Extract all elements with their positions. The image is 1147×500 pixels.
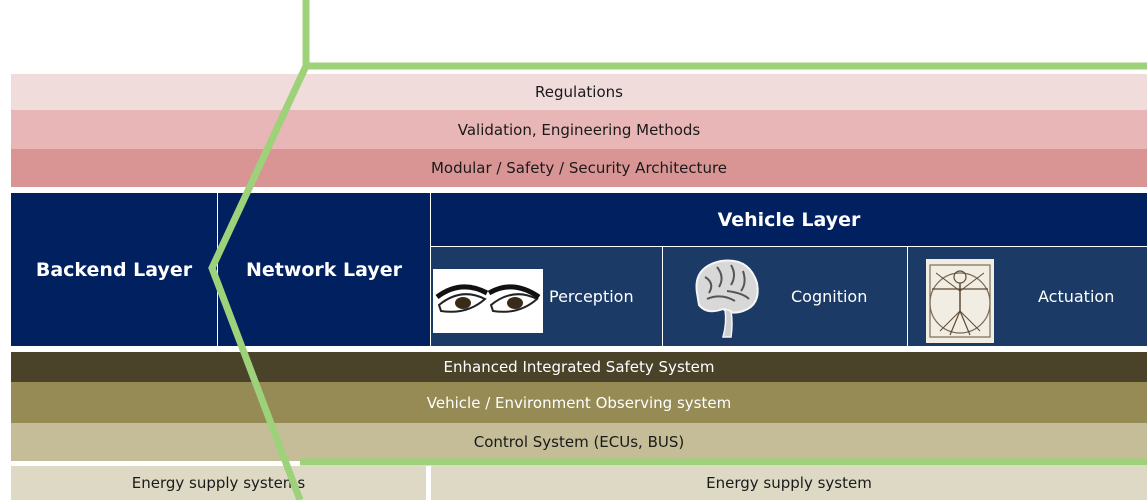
architecture-label: Modular / Safety / Security Architecture <box>430 159 728 177</box>
observing-band: Vehicle / Environment Observing system <box>11 382 1147 423</box>
vehicle-layer-label: Vehicle Layer <box>717 208 861 231</box>
regulations-band: Regulations <box>11 74 1147 110</box>
validation-label: Validation, Engineering Methods <box>457 120 701 139</box>
observing-label: Vehicle / Environment Observing system <box>426 393 732 412</box>
perception-label: Perception <box>549 287 634 306</box>
cognition-cell: Cognition <box>663 247 907 346</box>
network-layer: Network Layer <box>218 193 430 346</box>
perception-cell: Perception <box>431 247 662 346</box>
energy-supply-right: Energy supply system <box>431 466 1147 500</box>
network-layer-label: Network Layer <box>245 258 403 281</box>
eyes-icon <box>433 269 543 333</box>
energy-supply-left: Energy supply systems <box>11 466 426 500</box>
control-label: Control System (ECUs, BUS) <box>473 433 685 451</box>
vehicle-layer-header: Vehicle Layer <box>431 193 1147 246</box>
energy-supply-left-label: Energy supply systems <box>131 474 306 492</box>
validation-band: Validation, Engineering Methods <box>11 110 1147 149</box>
actuation-label: Actuation <box>1038 287 1115 306</box>
energy-supply-right-label: Energy supply system <box>706 474 872 492</box>
cognition-label: Cognition <box>791 287 868 306</box>
backend-layer-label: Backend Layer <box>35 258 193 281</box>
vitruvian-man-icon <box>926 259 994 343</box>
brain-icon <box>687 253 763 341</box>
control-band: Control System (ECUs, BUS) <box>11 423 1147 461</box>
regulations-label: Regulations <box>535 83 623 101</box>
backend-layer: Backend Layer <box>11 193 217 346</box>
actuation-cell: Actuation <box>908 247 1147 346</box>
enhanced-safety-label: Enhanced Integrated Safety System <box>443 358 715 376</box>
enhanced-safety-band: Enhanced Integrated Safety System <box>11 352 1147 382</box>
architecture-band: Modular / Safety / Security Architecture <box>11 149 1147 187</box>
